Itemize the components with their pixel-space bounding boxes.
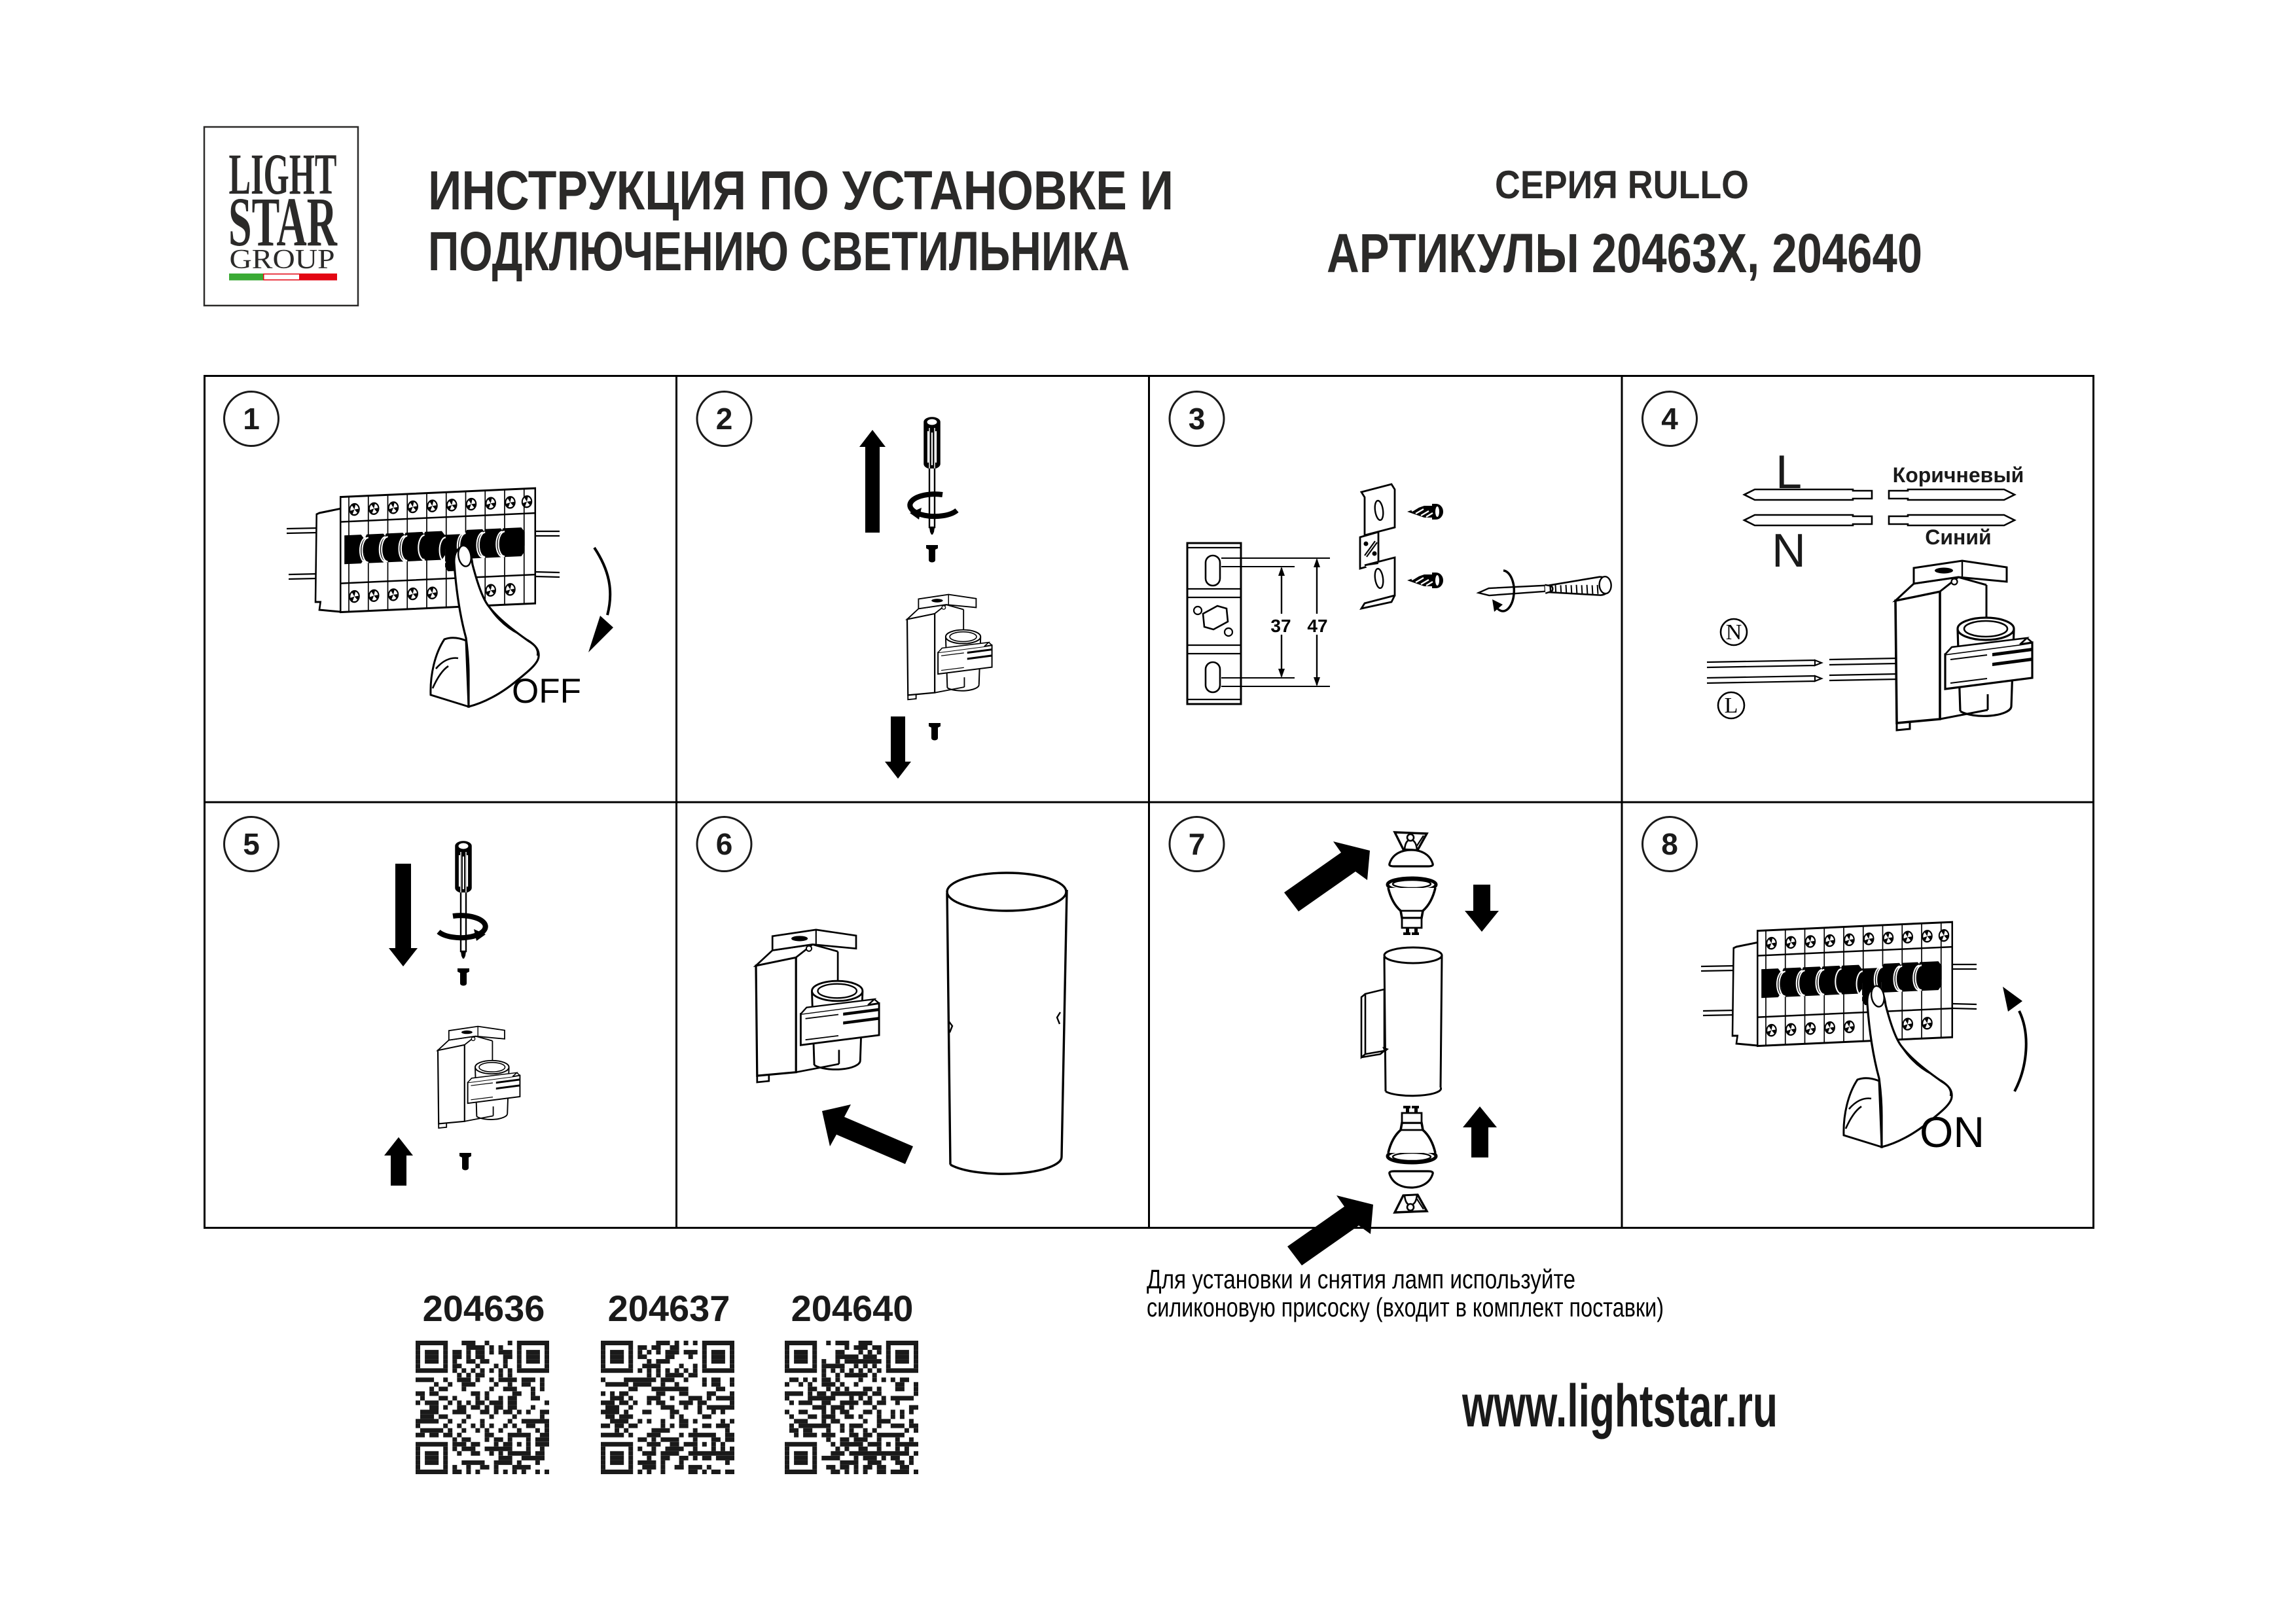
svg-text:www.lightstar.ru: www.lightstar.ru bbox=[1462, 1373, 1778, 1439]
svg-text:ПОДКЛЮЧЕНИЮ СВЕТИЛЬНИКА: ПОДКЛЮЧЕНИЮ СВЕТИЛЬНИКА bbox=[428, 221, 1130, 282]
svg-text:7: 7 bbox=[1189, 827, 1206, 861]
svg-text:Синий: Синий bbox=[1925, 525, 1991, 549]
svg-text:ИНСТРУКЦИЯ ПО УСТАНОВКЕ И: ИНСТРУКЦИЯ ПО УСТАНОВКЕ И bbox=[428, 160, 1174, 221]
svg-text:204636: 204636 bbox=[423, 1288, 545, 1329]
svg-text:LIGHT: LIGHT bbox=[229, 143, 337, 207]
svg-text:47: 47 bbox=[1307, 616, 1327, 636]
svg-text:L: L bbox=[1725, 694, 1738, 718]
svg-text:Для установки и снятия ламп ис: Для установки и снятия ламп используйте bbox=[1147, 1264, 1575, 1294]
svg-text:OFF: OFF bbox=[512, 672, 581, 711]
svg-text:ON: ON bbox=[1920, 1108, 1984, 1156]
svg-text:Коричневый: Коричневый bbox=[1893, 463, 2024, 487]
svg-text:8: 8 bbox=[1661, 827, 1678, 861]
svg-text:N: N bbox=[1772, 525, 1806, 577]
svg-text:N: N bbox=[1726, 620, 1742, 644]
svg-text:1: 1 bbox=[243, 402, 260, 436]
svg-text:2: 2 bbox=[716, 402, 733, 436]
svg-text:37: 37 bbox=[1270, 616, 1291, 636]
svg-text:силиконовую присоску (входит в: силиконовую присоску (входит в комплект … bbox=[1147, 1292, 1664, 1322]
svg-text:204640: 204640 bbox=[791, 1288, 914, 1329]
svg-text:АРТИКУЛЫ 20463Х, 204640: АРТИКУЛЫ 20463Х, 204640 bbox=[1327, 222, 1922, 284]
svg-text:GROUP: GROUP bbox=[230, 245, 335, 275]
svg-text:STAR: STAR bbox=[228, 184, 338, 261]
svg-text:СЕРИЯ RULLO: СЕРИЯ RULLO bbox=[1495, 163, 1749, 207]
svg-text:6: 6 bbox=[716, 827, 733, 861]
svg-text:3: 3 bbox=[1189, 402, 1206, 436]
svg-text:204637: 204637 bbox=[608, 1288, 730, 1329]
svg-text:4: 4 bbox=[1661, 402, 1678, 436]
svg-text:5: 5 bbox=[243, 827, 260, 861]
